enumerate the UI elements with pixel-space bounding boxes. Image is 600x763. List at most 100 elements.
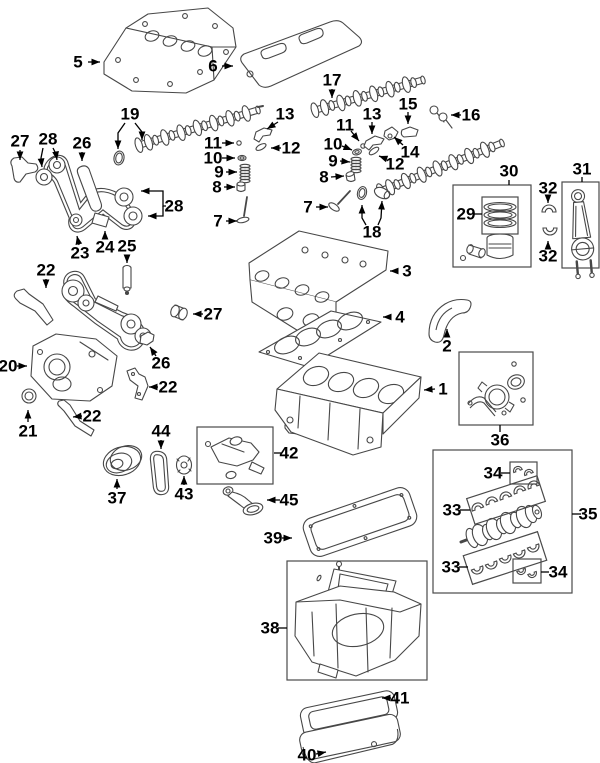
callout-label-25[interactable]: 25: [118, 237, 137, 256]
callout-label-11[interactable]: 11: [336, 116, 354, 135]
callout-label-9[interactable]: 9: [214, 163, 223, 182]
callout-label-22[interactable]: 22: [83, 407, 102, 426]
callout-label-31[interactable]: 31: [573, 160, 592, 179]
callout-label-40[interactable]: 40: [298, 746, 317, 763]
callout-44[interactable]: 44: [152, 422, 171, 450]
callout-26[interactable]: 26: [147, 345, 170, 373]
callout-37[interactable]: 37: [108, 479, 127, 508]
callout-15[interactable]: 15: [399, 95, 418, 125]
callout-label-8[interactable]: 8: [319, 168, 328, 187]
callout-11[interactable]: 11: [204, 134, 234, 153]
callout-label-35[interactable]: 35: [579, 505, 598, 524]
callout-8[interactable]: 8: [319, 168, 345, 187]
callout-label-22[interactable]: 22: [37, 261, 56, 280]
callout-42[interactable]: 42: [274, 444, 298, 463]
callout-label-38[interactable]: 38: [261, 619, 280, 638]
callout-label-2[interactable]: 2: [442, 337, 451, 356]
callout-label-23[interactable]: 23: [71, 244, 90, 263]
callout-10[interactable]: 10: [324, 135, 354, 154]
callout-13[interactable]: 13: [363, 105, 382, 135]
callout-23[interactable]: 23: [71, 235, 90, 263]
callout-label-15[interactable]: 15: [399, 95, 418, 114]
callout-27[interactable]: 27: [193, 305, 222, 324]
callout-label-34[interactable]: 34: [484, 464, 503, 483]
callout-label-19[interactable]: 19: [121, 105, 140, 124]
callout-13[interactable]: 13: [265, 105, 294, 132]
callout-12[interactable]: 12: [378, 153, 405, 174]
callout-label-28[interactable]: 28: [165, 197, 184, 216]
callout-38[interactable]: 38: [261, 619, 287, 638]
callout-label-27[interactable]: 27: [11, 132, 30, 151]
callout-33[interactable]: 33: [443, 501, 470, 520]
callout-label-33[interactable]: 33: [442, 558, 461, 577]
callout-label-16[interactable]: 16: [462, 106, 481, 125]
callout-label-44[interactable]: 44: [152, 422, 171, 441]
callout-label-11[interactable]: 11: [204, 134, 222, 153]
callout-label-14[interactable]: 14: [401, 143, 420, 162]
callout-label-43[interactable]: 43: [175, 485, 194, 504]
callout-label-12[interactable]: 12: [386, 155, 405, 174]
callout-33[interactable]: 33: [442, 558, 468, 577]
callout-label-28[interactable]: 28: [39, 130, 58, 149]
callout-28[interactable]: 28: [37, 130, 61, 168]
callout-7[interactable]: 7: [213, 212, 237, 231]
callout-31[interactable]: 31: [573, 160, 592, 183]
callout-8[interactable]: 8: [212, 178, 235, 197]
callout-label-3[interactable]: 3: [402, 262, 411, 281]
callout-label-34[interactable]: 34: [549, 563, 568, 582]
callout-18[interactable]: 18: [358, 200, 386, 242]
callout-22[interactable]: 22: [37, 261, 56, 289]
callout-label-32[interactable]: 32: [539, 179, 558, 198]
callout-43[interactable]: 43: [175, 476, 194, 504]
callout-label-4[interactable]: 4: [395, 308, 405, 327]
callout-3[interactable]: 3: [390, 262, 412, 281]
callout-label-22[interactable]: 22: [159, 378, 178, 397]
callout-40[interactable]: 40: [298, 746, 327, 763]
callout-label-5[interactable]: 5: [73, 53, 82, 72]
callout-16[interactable]: 16: [451, 106, 480, 125]
callout-label-26[interactable]: 26: [73, 134, 92, 153]
callout-32[interactable]: 32: [539, 241, 558, 266]
callout-label-33[interactable]: 33: [443, 501, 462, 520]
callout-27[interactable]: 27: [11, 132, 30, 161]
callout-12[interactable]: 12: [271, 139, 300, 158]
callout-34[interactable]: 34: [484, 464, 510, 483]
callout-label-24[interactable]: 24: [96, 238, 115, 257]
callout-label-9[interactable]: 9: [328, 152, 337, 171]
callout-label-10[interactable]: 10: [204, 149, 223, 168]
callout-24[interactable]: 24: [96, 231, 115, 257]
callout-label-12[interactable]: 12: [282, 139, 301, 158]
callout-39[interactable]: 39: [264, 529, 292, 548]
callout-41[interactable]: 41: [382, 689, 409, 708]
callout-label-6[interactable]: 6: [208, 57, 217, 76]
callout-label-8[interactable]: 8: [212, 178, 221, 197]
callout-label-29[interactable]: 29: [457, 205, 476, 224]
callout-25[interactable]: 25: [118, 237, 137, 264]
callout-label-45[interactable]: 45: [280, 491, 299, 510]
callout-22[interactable]: 22: [149, 378, 177, 397]
callout-label-20[interactable]: 20: [0, 357, 17, 376]
callout-label-42[interactable]: 42: [280, 444, 299, 463]
callout-14[interactable]: 14: [392, 134, 420, 162]
callout-30[interactable]: 30: [500, 162, 519, 186]
callout-label-17[interactable]: 17: [323, 71, 342, 90]
callout-7[interactable]: 7: [303, 198, 328, 217]
callout-1[interactable]: 1: [423, 380, 448, 399]
callout-label-10[interactable]: 10: [324, 135, 343, 154]
callout-label-18[interactable]: 18: [363, 223, 382, 242]
callout-label-36[interactable]: 36: [491, 431, 510, 450]
callout-29[interactable]: 29: [457, 205, 482, 224]
callout-label-13[interactable]: 13: [363, 105, 382, 124]
callout-17[interactable]: 17: [323, 71, 342, 99]
callout-21[interactable]: 21: [19, 410, 38, 441]
callout-label-39[interactable]: 39: [264, 529, 283, 548]
callout-label-1[interactable]: 1: [438, 380, 447, 399]
callout-label-13[interactable]: 13: [276, 105, 295, 124]
callout-28[interactable]: 28: [141, 187, 184, 220]
callout-label-32[interactable]: 32: [539, 247, 558, 266]
callout-label-21[interactable]: 21: [19, 422, 38, 441]
callout-5[interactable]: 5: [73, 53, 100, 72]
callout-45[interactable]: 45: [267, 491, 298, 510]
callout-label-27[interactable]: 27: [204, 305, 223, 324]
callout-22[interactable]: 22: [72, 407, 102, 426]
